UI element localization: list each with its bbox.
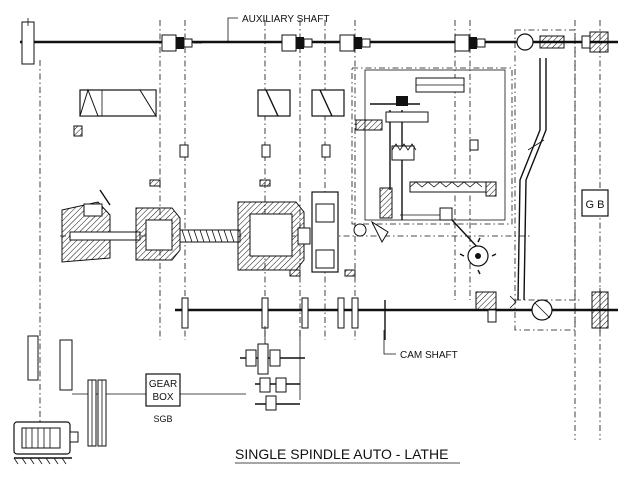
diagram-title: SINGLE SPINDLE AUTO - LATHE xyxy=(235,446,448,462)
spindle xyxy=(179,229,241,243)
cam-rods xyxy=(181,297,386,340)
gear-box-code: SGB xyxy=(153,414,172,424)
cam-shaft-label: CAM SHAFT xyxy=(400,350,458,361)
headstock xyxy=(135,207,181,261)
gb-enclosure: G B xyxy=(514,29,609,331)
tail-clutch xyxy=(311,191,339,273)
upper-drums xyxy=(79,88,345,118)
gear-box-label-line2: BOX xyxy=(152,392,173,403)
collet-chuck xyxy=(61,189,111,263)
right-pulley xyxy=(591,288,609,332)
feed-lever xyxy=(509,58,553,321)
electric-motor xyxy=(13,421,79,465)
gear-box-label-line1: GEAR xyxy=(149,379,177,390)
drop-cam xyxy=(475,291,497,323)
leader-lines xyxy=(227,17,396,355)
auxiliary-shaft-label: AUXILIARY SHAFT xyxy=(242,14,329,25)
v-belt-pulleys xyxy=(27,335,107,447)
tool-slide-frame xyxy=(351,67,513,225)
tool-post xyxy=(353,77,497,244)
gb-label: G B xyxy=(586,199,605,211)
lever-star-wheel xyxy=(451,219,497,275)
bar-stock xyxy=(69,231,141,241)
aux-shaft-bearings xyxy=(161,31,609,53)
spindle-housing xyxy=(237,201,311,271)
gear-train xyxy=(240,326,305,411)
gear-box: GEAR BOX SGB xyxy=(72,373,246,424)
